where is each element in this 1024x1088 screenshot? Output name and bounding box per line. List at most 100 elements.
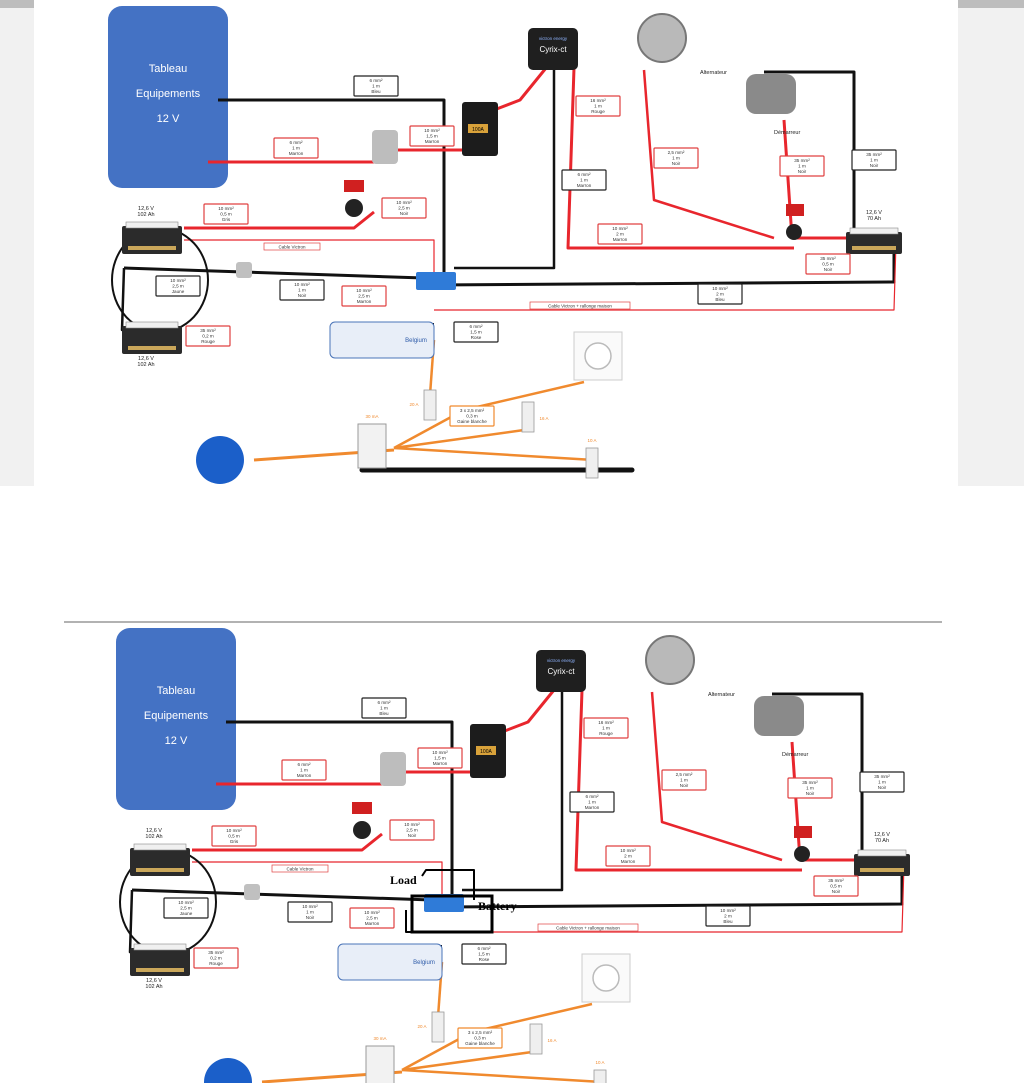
battery-switch-engine [786,204,804,216]
tag-6mm-marron-2-line: 1 m [580,178,588,183]
wire-victron-cable [184,239,435,285]
tag-6mm-marron-line: 6 mm² [297,762,310,767]
tag-10mm-2m-marron-line: 10 mm² [620,848,636,853]
tag-10mm-2m-marron-box [597,223,643,245]
tag-6mm-marron-2-line: Marron [585,805,600,810]
tag-10mm-2m-bleu-box [697,283,743,305]
wire-ac-breaker2 [401,1050,533,1072]
tag-6mm-rose-line: 1,5 m [470,330,482,335]
battery1-capacity: 102 Ah [137,212,154,218]
tag-6mm-rose-line: 1,5 m [478,952,490,957]
tag-6mm-marron-box [273,137,319,159]
wire-victron-rallonge [434,241,897,311]
tag-10mm-noir-line: 2,5 m [406,828,418,833]
battery2-capacity: 102 Ah [145,984,162,990]
bus-stud [372,130,398,164]
tag-6mm-marron-line: 6 mm² [289,140,302,145]
tag-10mm-2m-marron-line: Marron [613,237,628,242]
wire-load-reroute [421,869,475,900]
battery2-voltage: 12,6 V [138,356,154,362]
tag-10mm-noir-line: 10 mm² [404,822,420,827]
tag-16mm-rouge-line: Rouge [599,731,613,736]
tag-6mm-marron-2-box [561,169,607,191]
equipment-panel [108,6,228,188]
tag-35mm-0-5-noir-box [813,875,859,897]
breaker-10a-label: 10 A [595,1060,604,1065]
tag-16mm-rouge-line: 1 m [594,104,602,109]
tag-10mm-2m-marron-box [605,845,651,867]
tag-10mm-2-5-marron-box [341,285,387,307]
tag-10mm-gris-line: 10 mm² [226,828,242,833]
house-battery-2-lid [133,943,187,951]
panel-title-line1: Tableau [149,63,188,75]
tag-10mm-2m-marron-line: 2 m [616,232,624,237]
tag-6mm-bleu-line: 1 m [372,84,380,89]
tag-6mm-bleu-line: Bleu [371,89,381,94]
tag-6mm-rose-box [461,943,507,965]
wire-starter-ground [772,692,864,854]
battery-annotation: Battery [478,899,517,913]
tag-10mm-jaune-line: Jaune [180,911,193,916]
cable-victron-rallonge-caption: Cable Victron + rallonge maison [548,304,612,309]
tag-10mm-2m-bleu-line: 2 m [716,292,724,297]
tag-10mm-2m-marron-line: 2 m [624,854,632,859]
tag-10mm-jaune-line: 10 mm² [178,900,194,905]
cable-victron-caption: Cable Victron [287,867,314,872]
tag-3x2-5mm-line: 0,3 m [466,414,478,419]
power-socket-face [592,964,620,992]
tag-10mm-1m-noir-line: Noir [298,293,307,298]
tag-10mm-jaune-line: 2,5 m [180,906,192,911]
tag-10mm-2m-bleu-line: Bleu [715,297,725,302]
tag-10mm-jaune-line: 2,5 m [172,284,184,289]
tag-35mm-noir-2-line: Noir [870,163,879,168]
battery-charger [329,321,435,359]
house-battery-2-stripe [128,346,176,350]
tag-10mm-gris-line: Gris [230,839,239,844]
wire-victron-cable [192,861,443,907]
house-battery-1-stripe [136,868,184,872]
panel-title-line2: Equipements [144,710,209,722]
cable-victron-rallonge-box [529,301,631,310]
wire-cyrix-negative [462,682,564,892]
tag-2-5mm-noir-line: 2,5 mm² [668,150,685,155]
starter-motor [746,74,796,114]
tag-10mm-1m-noir-box [287,901,333,923]
starter-label: Démarreur [774,130,800,136]
tag-10mm-1m-noir-line: 1 m [298,288,306,293]
wire-alternator-red [650,691,783,862]
tag-10mm-1-5-marron-line: 10 mm² [424,128,440,133]
tag-35mm-0-5-noir-line: 35 mm² [820,256,836,261]
tag-16mm-rouge-line: 1 m [602,726,610,731]
tag-16mm-rouge-line: Rouge [591,109,605,114]
breaker-16a [529,1023,543,1055]
tag-35mm-noir-1-line: 35 mm² [794,158,810,163]
cable-victron-box [263,242,321,251]
tag-6mm-rose-line: 6 mm² [469,324,482,329]
battery1-voltage: 12,6 V [138,206,154,212]
tag-35mm-0-5-noir-line: 0,5 m [830,884,842,889]
cyrix-relay [528,28,578,70]
charger-brand: Belgium [413,960,435,966]
tag-10mm-1m-noir-box [279,279,325,301]
tag-10mm-gris-line: 0,5 m [220,212,232,217]
tag-35mm-noir-1-line: 1 m [806,786,814,791]
cable-victron-rallonge-caption: Cable Victron + rallonge maison [556,926,620,931]
breaker-10a [585,447,599,479]
cable-victron-box [271,864,329,873]
bus-stud-negative [244,884,260,900]
breaker-20a [423,389,437,421]
tag-6mm-marron-2-line: 1 m [588,800,596,805]
cyrix-name: Cyrix-ct [547,667,575,676]
battery-switch-engine [794,826,812,838]
breaker-16a [521,401,535,433]
engine-battery [846,232,902,254]
tag-10mm-2m-bleu-line: 10 mm² [712,286,728,291]
tag-35mm-noir-2-line: Noir [878,785,887,790]
charger-brand: Belgium [405,338,427,344]
tag-35mm-0-5-noir-line: Noir [832,889,841,894]
wire-batt-switch [192,832,383,852]
power-socket-face [584,342,612,370]
tag-35mm-noir-1-line: 35 mm² [802,780,818,785]
alternator [637,13,687,63]
